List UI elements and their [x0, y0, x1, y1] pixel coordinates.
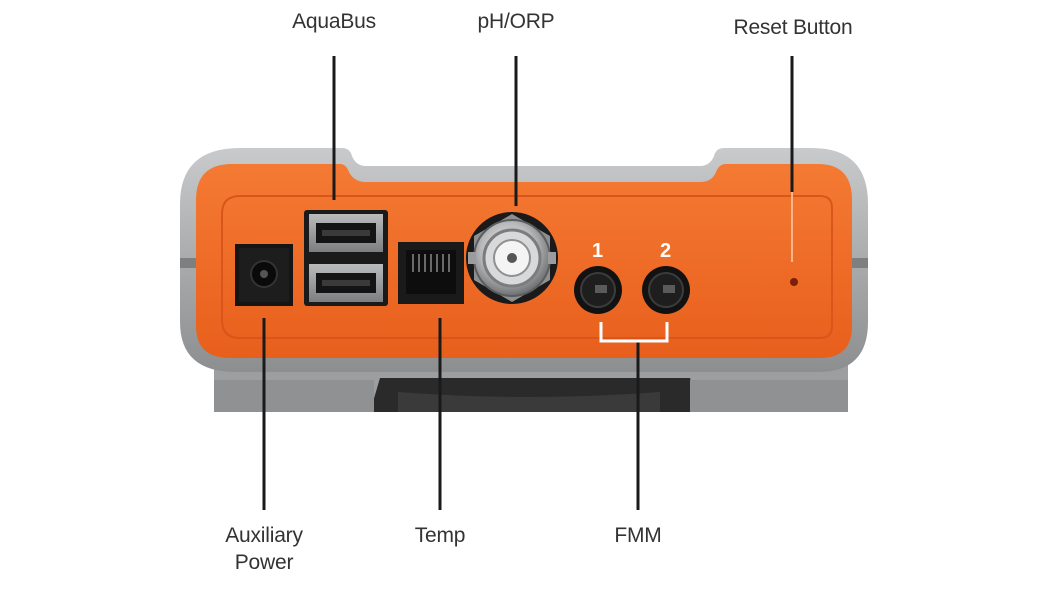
label-auxiliary-line2: Power [234, 551, 294, 574]
fmm-bracket [599, 322, 669, 343]
fmm-port-2 [642, 266, 690, 314]
label-fmm: FMM [614, 524, 662, 547]
label-auxiliary-power: Auxiliary Power [204, 522, 324, 576]
fmm-port-1-number: 1 [592, 240, 604, 262]
aquabus-usb-ports [304, 210, 388, 306]
label-ph-orp: pH/ORP [477, 10, 555, 33]
callout-lines [262, 56, 794, 510]
temp-jack [398, 242, 464, 304]
reset-pinhole [790, 278, 798, 286]
label-reset-button: Reset Button [733, 16, 853, 39]
fmm-port-1 [574, 266, 622, 314]
ph-orp-bnc-connector [466, 212, 558, 304]
fmm-port-2-number: 2 [660, 240, 672, 262]
aux-power-jack [235, 244, 293, 306]
label-auxiliary-line1: Auxiliary [225, 524, 303, 547]
label-temp: Temp [414, 524, 466, 547]
label-aquabus: AquaBus [292, 10, 376, 33]
